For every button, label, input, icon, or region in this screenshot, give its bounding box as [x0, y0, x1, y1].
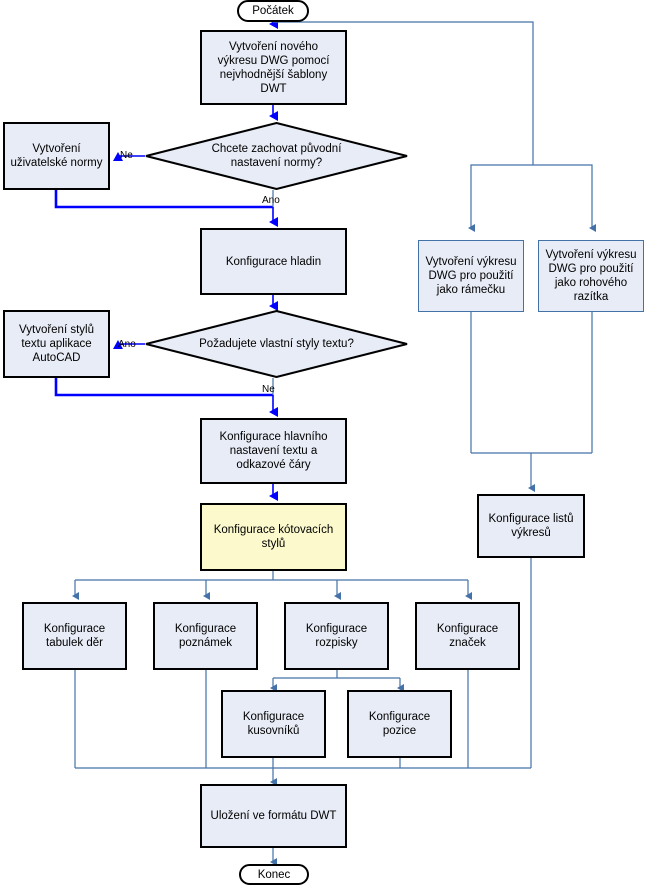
- node-autocad-textstyles[interactable]: Vytvoření stylů textu aplikace AutoCAD: [3, 310, 110, 378]
- node-stamp-dwg-label: Vytvoření výkresu DWG pro použití jako r…: [545, 249, 637, 303]
- node-rozpiska-label: Konfigurace rozpisky: [305, 623, 368, 649]
- node-autocad-textstyles-label: Vytvoření stylů textu aplikace AutoCAD: [19, 324, 94, 364]
- node-sheets-config-label: Konfigurace listů výkresů: [488, 513, 574, 539]
- node-layers-label: Konfigurace hladin: [225, 255, 322, 268]
- node-bom[interactable]: Konfigurace kusovníků: [221, 690, 326, 758]
- node-holes-table-label: Konfigurace tabulek děr: [43, 623, 106, 649]
- node-holes-table[interactable]: Konfigurace tabulek děr: [22, 602, 127, 670]
- node-rozpiska[interactable]: Konfigurace rozpisky: [284, 602, 389, 670]
- node-bom-label: Konfigurace kusovníků: [242, 711, 305, 737]
- node-sheets-config[interactable]: Konfigurace listů výkresů: [477, 494, 585, 558]
- node-decision-textstyles-label: Požadujete vlastní styly textu?: [199, 338, 354, 350]
- node-dim-styles-label: Konfigurace kótovacích stylů: [213, 524, 334, 550]
- node-start[interactable]: Počátek: [237, 0, 309, 22]
- node-dim-styles[interactable]: Konfigurace kótovacích stylů: [200, 503, 347, 571]
- node-layers[interactable]: Konfigurace hladin: [200, 228, 347, 295]
- node-save-dwt[interactable]: Uložení ve formátu DWT: [200, 784, 347, 848]
- node-stamp-dwg[interactable]: Vytvoření výkresu DWG pro použití jako r…: [538, 240, 644, 312]
- node-frame-dwg[interactable]: Vytvoření výkresu DWG pro použití jako r…: [418, 240, 524, 312]
- node-decision-norm[interactable]: Chcete zachovat původní nastavení normy?: [145, 122, 408, 190]
- decision-norm-shape: [145, 122, 408, 190]
- edge-label-norm-yes: Ano: [262, 195, 280, 206]
- node-user-norm[interactable]: Vytvoření uživatelské normy: [3, 122, 110, 190]
- node-main-text-config[interactable]: Konfigurace hlavního nastavení textu a o…: [200, 418, 347, 484]
- node-end-label: Konec: [257, 868, 291, 881]
- edge-label-text-yes: Ano: [118, 339, 136, 350]
- node-notes[interactable]: Konfigurace poznámek: [153, 602, 258, 670]
- edge-label-norm-no: Ne: [120, 150, 133, 161]
- node-create-dwg-label: Vytvoření nového výkresu DWG pomocí nejv…: [217, 40, 330, 95]
- node-balloons[interactable]: Konfigurace pozice: [347, 690, 452, 758]
- node-main-text-config-label: Konfigurace hlavního nastavení textu a o…: [219, 431, 328, 471]
- node-end[interactable]: Konec: [239, 864, 309, 885]
- node-decision-norm-label: Chcete zachovat původní nastavení normy?: [211, 143, 342, 169]
- decision-textstyles-shape: [145, 310, 408, 378]
- node-create-dwg[interactable]: Vytvoření nového výkresu DWG pomocí nejv…: [200, 30, 347, 105]
- node-marks-label: Konfigurace značek: [436, 623, 499, 649]
- node-save-dwt-label: Uložení ve formátu DWT: [210, 810, 337, 822]
- node-start-label: Počátek: [252, 5, 294, 17]
- node-frame-dwg-label: Vytvoření výkresu DWG pro použití jako r…: [425, 256, 517, 296]
- node-decision-textstyles[interactable]: Požadujete vlastní styly textu?: [145, 310, 408, 378]
- node-user-norm-label: Vytvoření uživatelské normy: [10, 143, 103, 169]
- edge-label-text-no: Ne: [262, 384, 275, 395]
- node-balloons-label: Konfigurace pozice: [368, 711, 431, 737]
- node-marks[interactable]: Konfigurace značek: [415, 602, 520, 670]
- node-notes-label: Konfigurace poznámek: [174, 623, 237, 649]
